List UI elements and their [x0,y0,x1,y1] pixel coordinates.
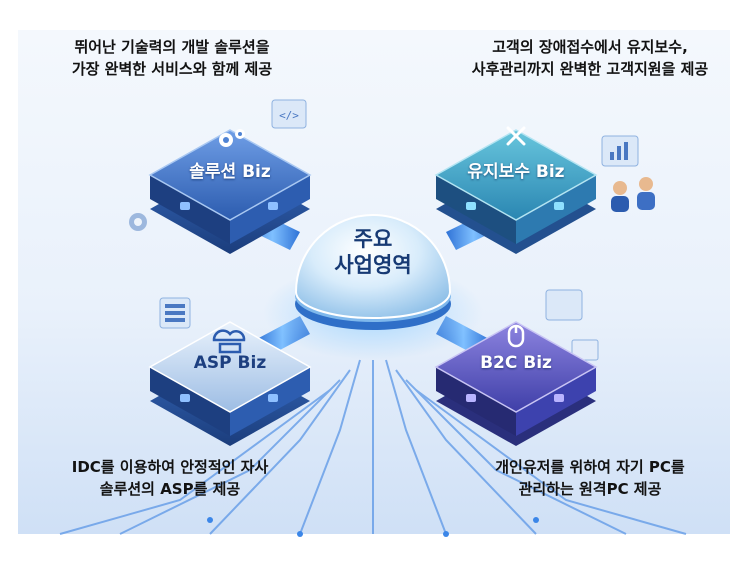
caption-solution-line1: 뛰어난 기술력의 개발 솔루션을 [74,38,270,56]
tile-label-maintenance: 유지보수 Biz [467,162,565,182]
tools-icon [506,126,526,146]
central-hub [263,214,483,360]
circuit-traces [59,359,687,535]
caption-maintenance: 고객의 장애접수에서 유지보수, 사후관리까지 완벽한 고객지원을 제공 [440,36,740,80]
caption-solution: 뛰어난 기술력의 개발 솔루션을 가장 완벽한 서비스와 함께 제공 [22,36,322,80]
tile-label-asp: ASP Biz [193,353,267,373]
tile-asp [148,321,312,446]
caption-solution-line2: 가장 완벽한 서비스와 함께 제공 [71,60,273,78]
tile-solution [148,129,312,254]
tile-maintenance [434,126,598,254]
cloud-server-icon [212,329,246,354]
hub-label: 주요 사업영역 [300,226,446,278]
server-rack-icon [159,297,191,329]
code-window-icon: </> [271,99,307,129]
caption-b2c: 개인유저를 위하여 자기 PC를 관리하는 원격PC 제공 [440,456,740,500]
caption-maintenance-line1: 고객의 장애접수에서 유지보수, [492,38,688,56]
tile-label-solution: 솔루션 Biz [189,162,271,182]
caption-maintenance-line2: 사후관리까지 완벽한 고객지원을 제공 [471,60,709,78]
hub-label-line1: 주요 [353,227,393,251]
caption-b2c-line1: 개인유저를 위하여 자기 PC를 [495,458,685,476]
monitor-window-icon [545,289,599,361]
caption-asp-line1: IDC를 이용하여 안정적인 자사 [71,458,269,476]
caption-asp-line2: 솔루션의 ASP를 제공 [99,480,241,498]
tile-label-b2c: B2C Biz [480,353,552,373]
gear-small-icon [129,213,147,231]
gears-icon [219,129,245,147]
tile-b2c [434,321,598,446]
support-people-icon [611,177,655,212]
hub-label-line2: 사업영역 [334,253,412,277]
circuit-nodes [207,517,539,537]
caption-b2c-line2: 관리하는 원격PC 제공 [518,480,662,498]
mouse-icon [507,324,525,348]
caption-asp: IDC를 이용하여 안정적인 자사 솔루션의 ASP를 제공 [20,456,320,500]
svg-text:</>: </> [279,109,299,122]
chart-window-icon [601,135,639,167]
